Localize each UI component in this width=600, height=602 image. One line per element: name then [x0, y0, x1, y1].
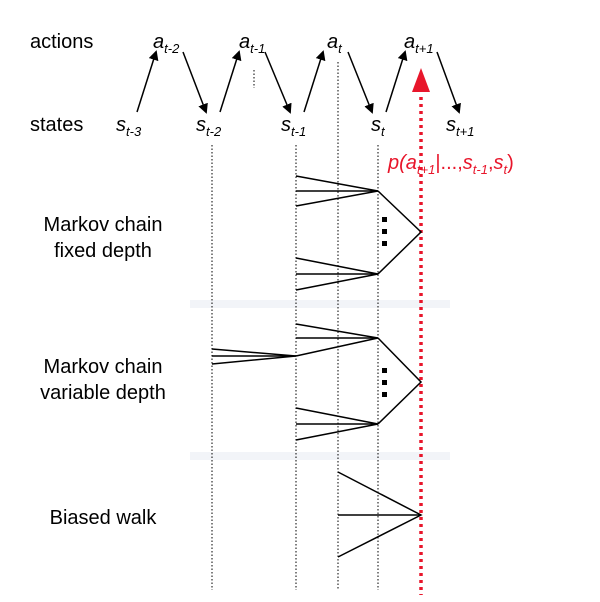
fixed-depth-tree — [295, 175, 423, 291]
action-label-at-2: at-2 — [153, 31, 180, 56]
action-label-at: at — [327, 31, 342, 56]
section-separator — [190, 452, 450, 460]
arrow-at+1-to-st+1 — [436, 51, 461, 114]
arrow-at-to-st — [347, 51, 374, 114]
state-label-st+1: st+1 — [446, 114, 475, 139]
action-label-at+1: at+1 — [404, 31, 434, 56]
state-label-st: st — [371, 114, 385, 139]
ellipsis-dots — [382, 368, 387, 397]
arrow-st-1-to-at — [303, 50, 326, 113]
action-label-at-1: at-1 — [239, 31, 266, 56]
states-row-label: states — [30, 114, 84, 136]
actions-row-label: actions — [30, 31, 94, 53]
prediction-arrowhead — [412, 68, 430, 92]
state-label-st-2: st-2 — [196, 114, 222, 139]
variable-depth-tree — [211, 323, 423, 441]
section-separator — [190, 300, 450, 308]
state-label-st-3: st-3 — [116, 114, 142, 139]
arrow-at-1-to-st-1 — [264, 51, 292, 114]
arrow-st-2-to-at-1 — [219, 50, 242, 113]
section-label-variable-depth: Markov chain variable depth — [40, 356, 166, 404]
section-label-biased-walk: Biased walk — [49, 507, 157, 529]
ellipsis-dots — [382, 217, 387, 246]
biased-walk-fan — [337, 471, 423, 558]
arrow-at-2-to-st-2 — [182, 51, 208, 114]
state-label-st-1: st-1 — [281, 114, 307, 139]
section-label-fixed-depth: Markov chain fixed depth — [43, 214, 163, 262]
arrow-st-3-to-at-2 — [136, 50, 159, 113]
arrow-st-to-at+1 — [385, 50, 408, 113]
prediction-probability: p(at+1|...,st-1,st) — [388, 152, 514, 177]
